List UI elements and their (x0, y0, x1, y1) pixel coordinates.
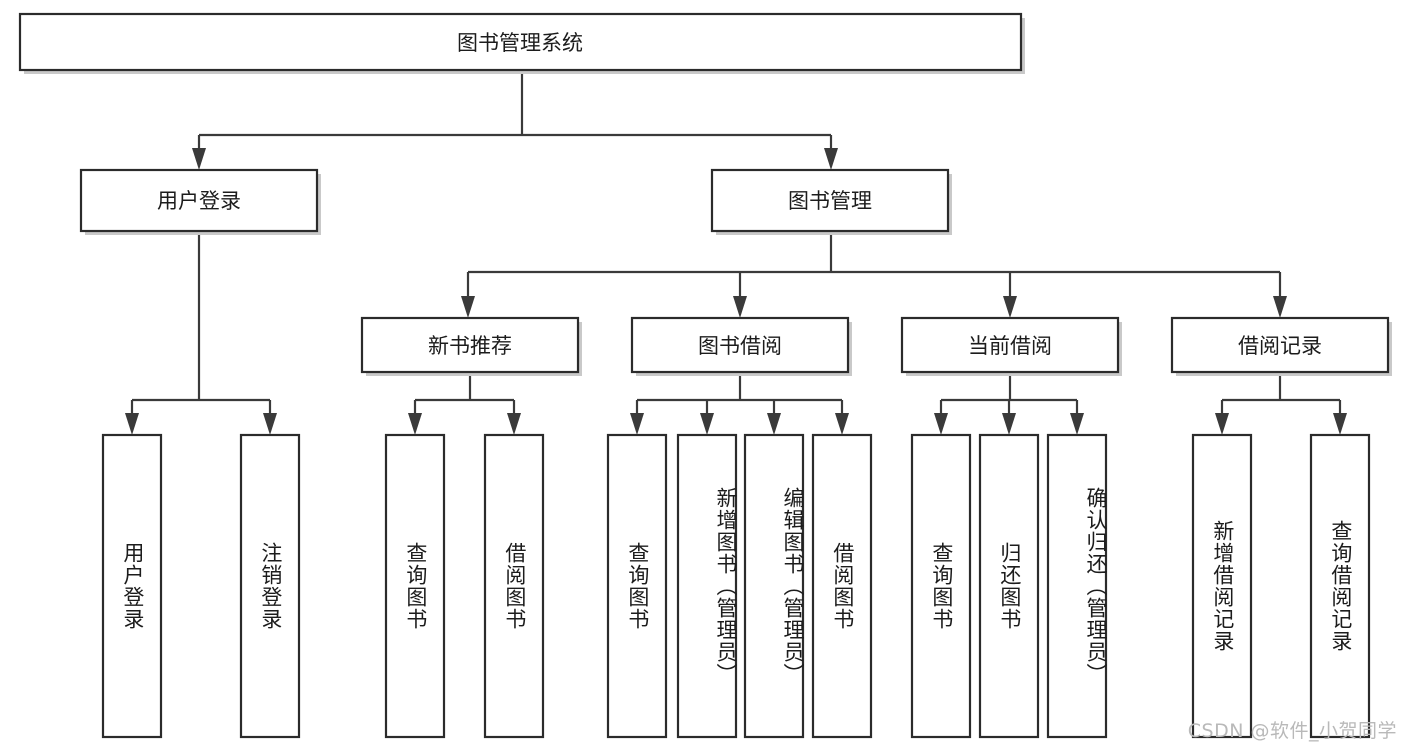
node-book-management[interactable]: 图书管理 (710, 168, 952, 235)
leaf-box-7[interactable] (811, 433, 873, 739)
arrow-userlogin-leaf2 (263, 413, 277, 435)
node-root-label: 图书管理系统 (457, 31, 583, 55)
arrow-current-leaf2 (1002, 413, 1016, 435)
node-user-login-label: 用户登录 (157, 189, 241, 213)
nodes-layer: 图书管理系统 用户登录 图书管理 新书推荐 (18, 12, 1392, 739)
arrow-userlogin-leaf1 (125, 413, 139, 435)
node-new-book-recommend[interactable]: 新书推荐 (360, 316, 582, 376)
node-root[interactable]: 图书管理系统 (18, 12, 1025, 74)
node-user-login[interactable]: 用户登录 (79, 168, 321, 235)
leaf-box-8[interactable] (910, 433, 972, 739)
leaf-box-4[interactable] (606, 433, 668, 739)
arrow-bookmgmt-c2 (733, 296, 747, 318)
arrow-current-leaf1 (934, 413, 948, 435)
leaf-box-0[interactable] (101, 433, 163, 739)
arrow-newbook-leaf2 (507, 413, 521, 435)
arrow-borrow-leaf1 (630, 413, 644, 435)
node-book-borrow-label: 图书借阅 (698, 334, 782, 358)
leaf-box-1[interactable] (239, 433, 301, 739)
arrow-root-to-userlogin (192, 148, 206, 170)
leaf-box-10[interactable] (1046, 433, 1108, 739)
leaf-boxes-layer (101, 433, 1371, 739)
node-book-borrow[interactable]: 图书借阅 (630, 316, 852, 376)
arrow-borrow-leaf3 (767, 413, 781, 435)
leaf-box-9[interactable] (978, 433, 1040, 739)
leaf-box-12[interactable] (1309, 433, 1371, 739)
leaf-box-6[interactable] (743, 433, 805, 739)
arrow-root-to-bookmgmt (824, 148, 838, 170)
arrow-bookmgmt-c3 (1003, 296, 1017, 318)
arrow-borrow-leaf2 (700, 413, 714, 435)
arrow-record-leaf2 (1333, 413, 1347, 435)
leaf-box-2[interactable] (384, 433, 446, 739)
leaf-box-3[interactable] (483, 433, 545, 739)
node-current-borrow-label: 当前借阅 (968, 334, 1052, 358)
arrow-newbook-leaf1 (408, 413, 422, 435)
arrow-bookmgmt-c4 (1273, 296, 1287, 318)
arrow-borrow-leaf4 (835, 413, 849, 435)
edges-layer (125, 74, 1347, 435)
arrow-bookmgmt-c1 (461, 296, 475, 318)
leaf-box-5[interactable] (676, 433, 738, 739)
node-current-borrow[interactable]: 当前借阅 (900, 316, 1122, 376)
node-borrow-record-label: 借阅记录 (1238, 334, 1322, 358)
arrow-record-leaf1 (1215, 413, 1229, 435)
leaf-box-11[interactable] (1191, 433, 1253, 739)
csdn-watermark: CSDN @软件_小贺同学 (1187, 720, 1397, 742)
arrow-current-leaf3 (1070, 413, 1084, 435)
node-book-management-label: 图书管理 (788, 189, 872, 213)
node-new-book-recommend-label: 新书推荐 (428, 334, 512, 358)
node-borrow-record[interactable]: 借阅记录 (1170, 316, 1392, 376)
